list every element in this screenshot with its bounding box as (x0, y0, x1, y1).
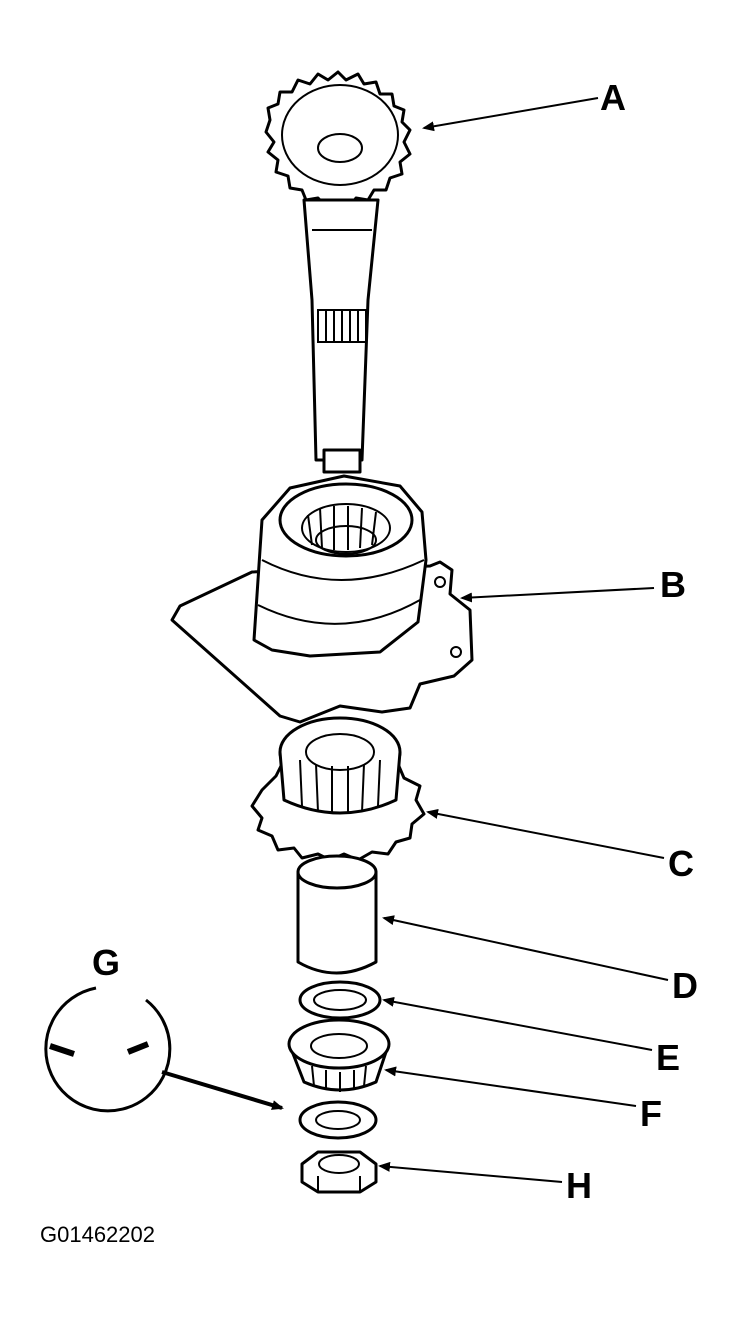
leader-g (161, 1070, 284, 1110)
spacer-d (296, 854, 378, 975)
leader-b (460, 587, 655, 603)
detail-circle-g (44, 986, 172, 1113)
label-a: A (600, 77, 626, 118)
gear-a (264, 70, 412, 474)
nut-h (300, 1150, 378, 1194)
label-e: E (656, 1037, 680, 1078)
label-c: C (668, 843, 694, 884)
leader-h (378, 1161, 563, 1183)
leader-d (382, 915, 669, 981)
label-h: H (566, 1165, 592, 1206)
figure-code: G01462202 (40, 1222, 155, 1247)
washer-e (298, 980, 382, 1020)
label-f: F (640, 1093, 662, 1134)
leader-f (384, 1066, 637, 1107)
label-d: D (672, 965, 698, 1006)
label-b: B (660, 564, 686, 605)
leader-a (422, 97, 599, 132)
housing-b (170, 474, 474, 724)
bearing-f (287, 1018, 391, 1092)
leader-e (382, 996, 653, 1051)
bevel-gear-c (250, 716, 426, 862)
lower-washer (298, 1100, 378, 1140)
leader-c (426, 809, 665, 859)
label-g: G (92, 942, 120, 983)
